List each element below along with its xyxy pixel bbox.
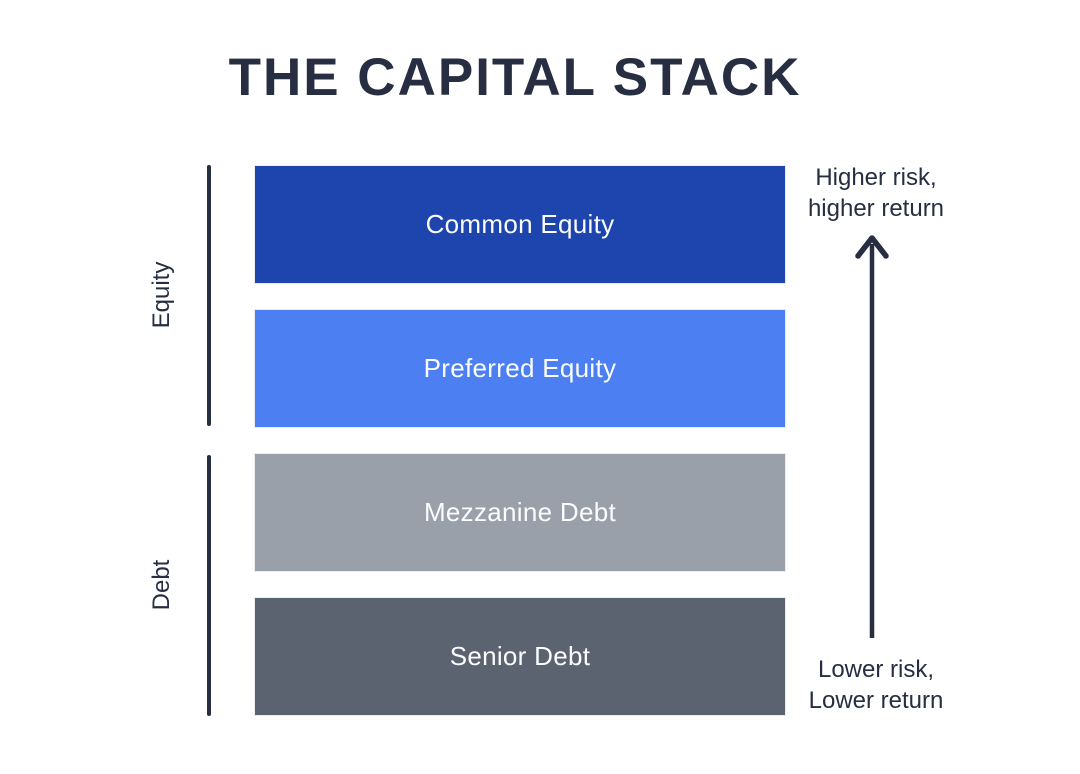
equity-group-label: Equity [148,261,175,329]
capital-stack: Common Equity Preferred Equity Mezzanine… [255,166,785,742]
debt-group-label: Debt [148,559,175,611]
stack-bar-label: Common Equity [425,209,615,239]
stack-bar-mezzanine-debt: Mezzanine Debt [255,454,785,571]
equity-bracket-line [207,165,211,426]
stack-bar-senior-debt: Senior Debt [255,598,785,715]
stack-bar-label: Mezzanine Debt [423,497,617,527]
debt-bracket-line [207,455,211,716]
higher-risk-label: Higher risk, higher return [807,164,945,222]
stack-bar-label: Senior Debt [449,641,591,671]
stack-bar-label: Preferred Equity [423,353,617,383]
page-title: THE CAPITAL STACK [228,48,802,107]
stack-bar-preferred-equity: Preferred Equity [255,310,785,427]
lower-risk-label: Lower risk, Lower return [808,656,944,714]
up-arrow-icon [855,235,889,638]
stack-bar-common-equity: Common Equity [255,166,785,283]
